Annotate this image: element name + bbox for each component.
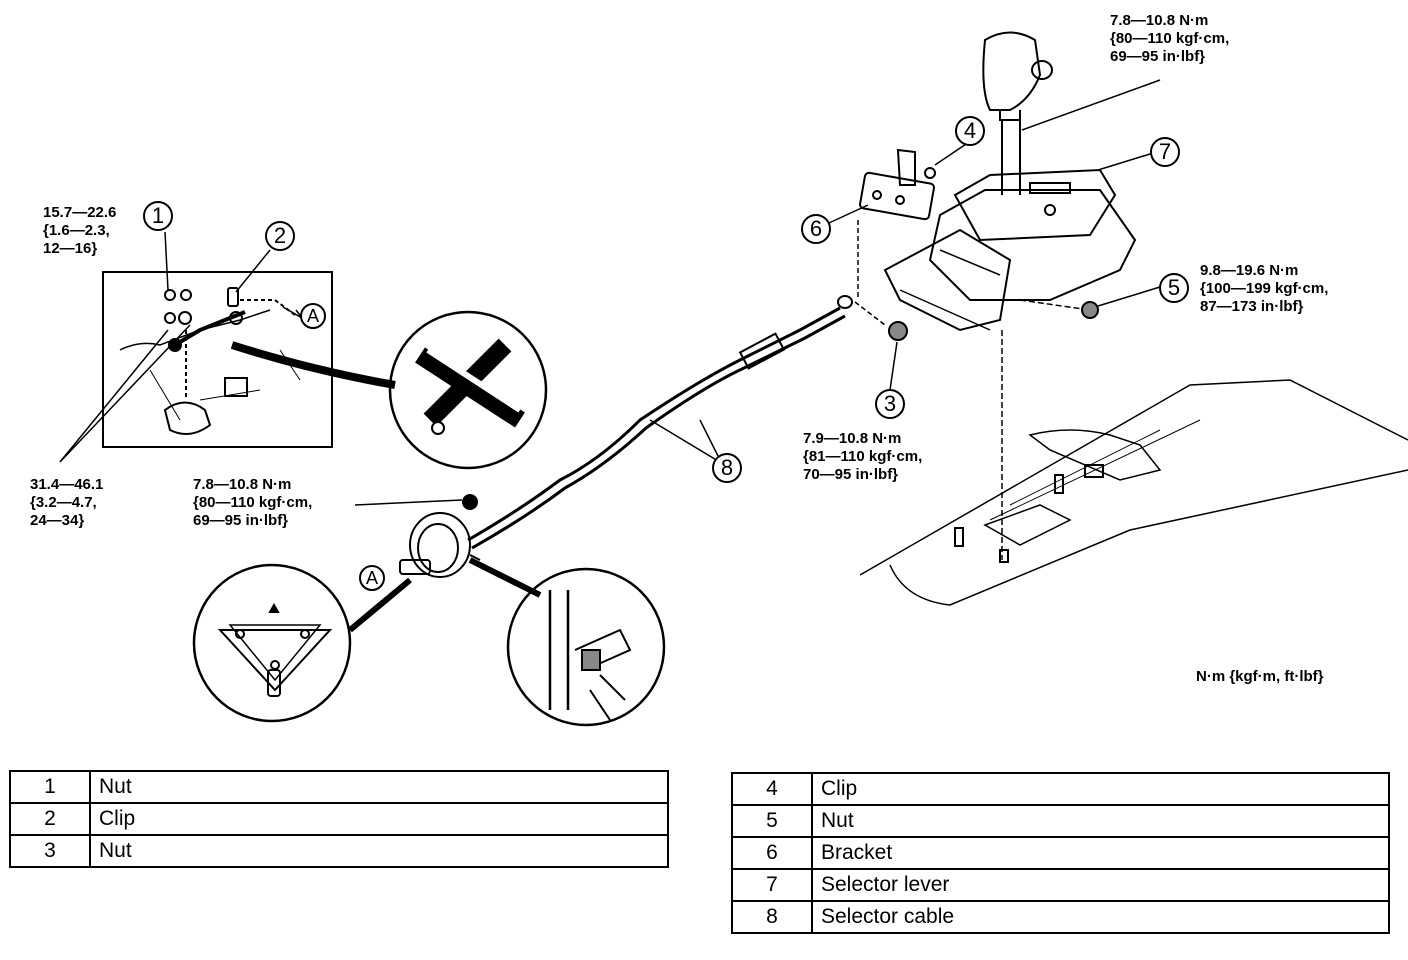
torque-spec-nut-5: 9.8—19.6 N·m {100—199 kgf·cm, 87—173 in·… [1200, 262, 1329, 315]
torque-spec-lever: 7.8—10.8 N·m {80—110 kgf·cm, 69—95 in·lb… [1110, 12, 1230, 65]
part-number: 5 [731, 804, 813, 838]
table-row: 5 Nut [731, 804, 1390, 838]
part-number: 3 [9, 834, 91, 868]
part-number: 1 [9, 770, 91, 804]
units-note: N·m {kgf·m, ft·lbf} [1196, 668, 1324, 685]
selector-cable [467, 295, 853, 550]
inset-leader [230, 341, 396, 389]
table-row: 7 Selector lever [731, 868, 1390, 902]
bracket-arrow-detail [192, 563, 352, 723]
callout-8: 8 [712, 453, 742, 483]
table-row: 3 Nut [9, 834, 669, 868]
torque-spec-transaxle-bolt: 31.4—46.1 {3.2—4.7, 24—34} [30, 476, 104, 529]
nut-5 [1081, 301, 1099, 319]
part-name: Clip [811, 772, 1390, 806]
callout-a-bracket: A [359, 565, 385, 591]
part-name: Clip [89, 802, 669, 836]
part-name: Nut [89, 770, 669, 804]
floor-console [859, 379, 1408, 606]
torque-spec-nut-3: 7.9—10.8 N·m {81—110 kgf·cm, 70—95 in·lb… [803, 430, 923, 483]
part-name: Nut [811, 804, 1390, 838]
parts-table-right: 4 Clip 5 Nut 6 Bracket 7 Selector lever … [731, 772, 1390, 934]
table-row: 8 Selector cable [731, 900, 1390, 934]
part-number: 4 [731, 772, 813, 806]
part-name: Selector lever [811, 868, 1390, 902]
part-name: Nut [89, 834, 669, 868]
torque-spec-nut-1: 15.7—22.6 {1.6—2.3, 12—16} [43, 204, 117, 257]
parts-table-left: 1 Nut 2 Clip 3 Nut [9, 770, 669, 868]
nut-3 [888, 321, 908, 341]
selector-lever-assembly [883, 31, 1137, 560]
exploded-view-diagram [59, 31, 1408, 727]
part-number: 8 [731, 900, 813, 934]
table-row: 1 Nut [9, 770, 669, 804]
transaxle-inset [102, 271, 333, 448]
callout-4: 4 [955, 116, 985, 146]
part-number: 6 [731, 836, 813, 870]
callout-a-inset: A [300, 303, 326, 329]
callout-2: 2 [265, 221, 295, 251]
callout-1: 1 [143, 201, 173, 231]
table-row: 4 Clip [731, 772, 1390, 806]
cable-adjust-detail [506, 567, 666, 727]
callout-3: 3 [875, 389, 905, 419]
table-row: 2 Clip [9, 802, 669, 836]
do-not-bend-detail [388, 310, 548, 470]
part-name: Bracket [811, 836, 1390, 870]
table-row: 6 Bracket [731, 836, 1390, 870]
callout-7: 7 [1150, 137, 1180, 167]
part-name: Selector cable [811, 900, 1390, 934]
torque-spec-cable-bracket: 7.8—10.8 N·m {80—110 kgf·cm, 69—95 in·lb… [193, 476, 313, 529]
bracket-and-clip [857, 148, 936, 300]
callout-5: 5 [1159, 273, 1189, 303]
cable-end-bracket [354, 494, 481, 578]
part-number: 2 [9, 802, 91, 836]
part-number: 7 [731, 868, 813, 902]
callout-6: 6 [801, 214, 831, 244]
